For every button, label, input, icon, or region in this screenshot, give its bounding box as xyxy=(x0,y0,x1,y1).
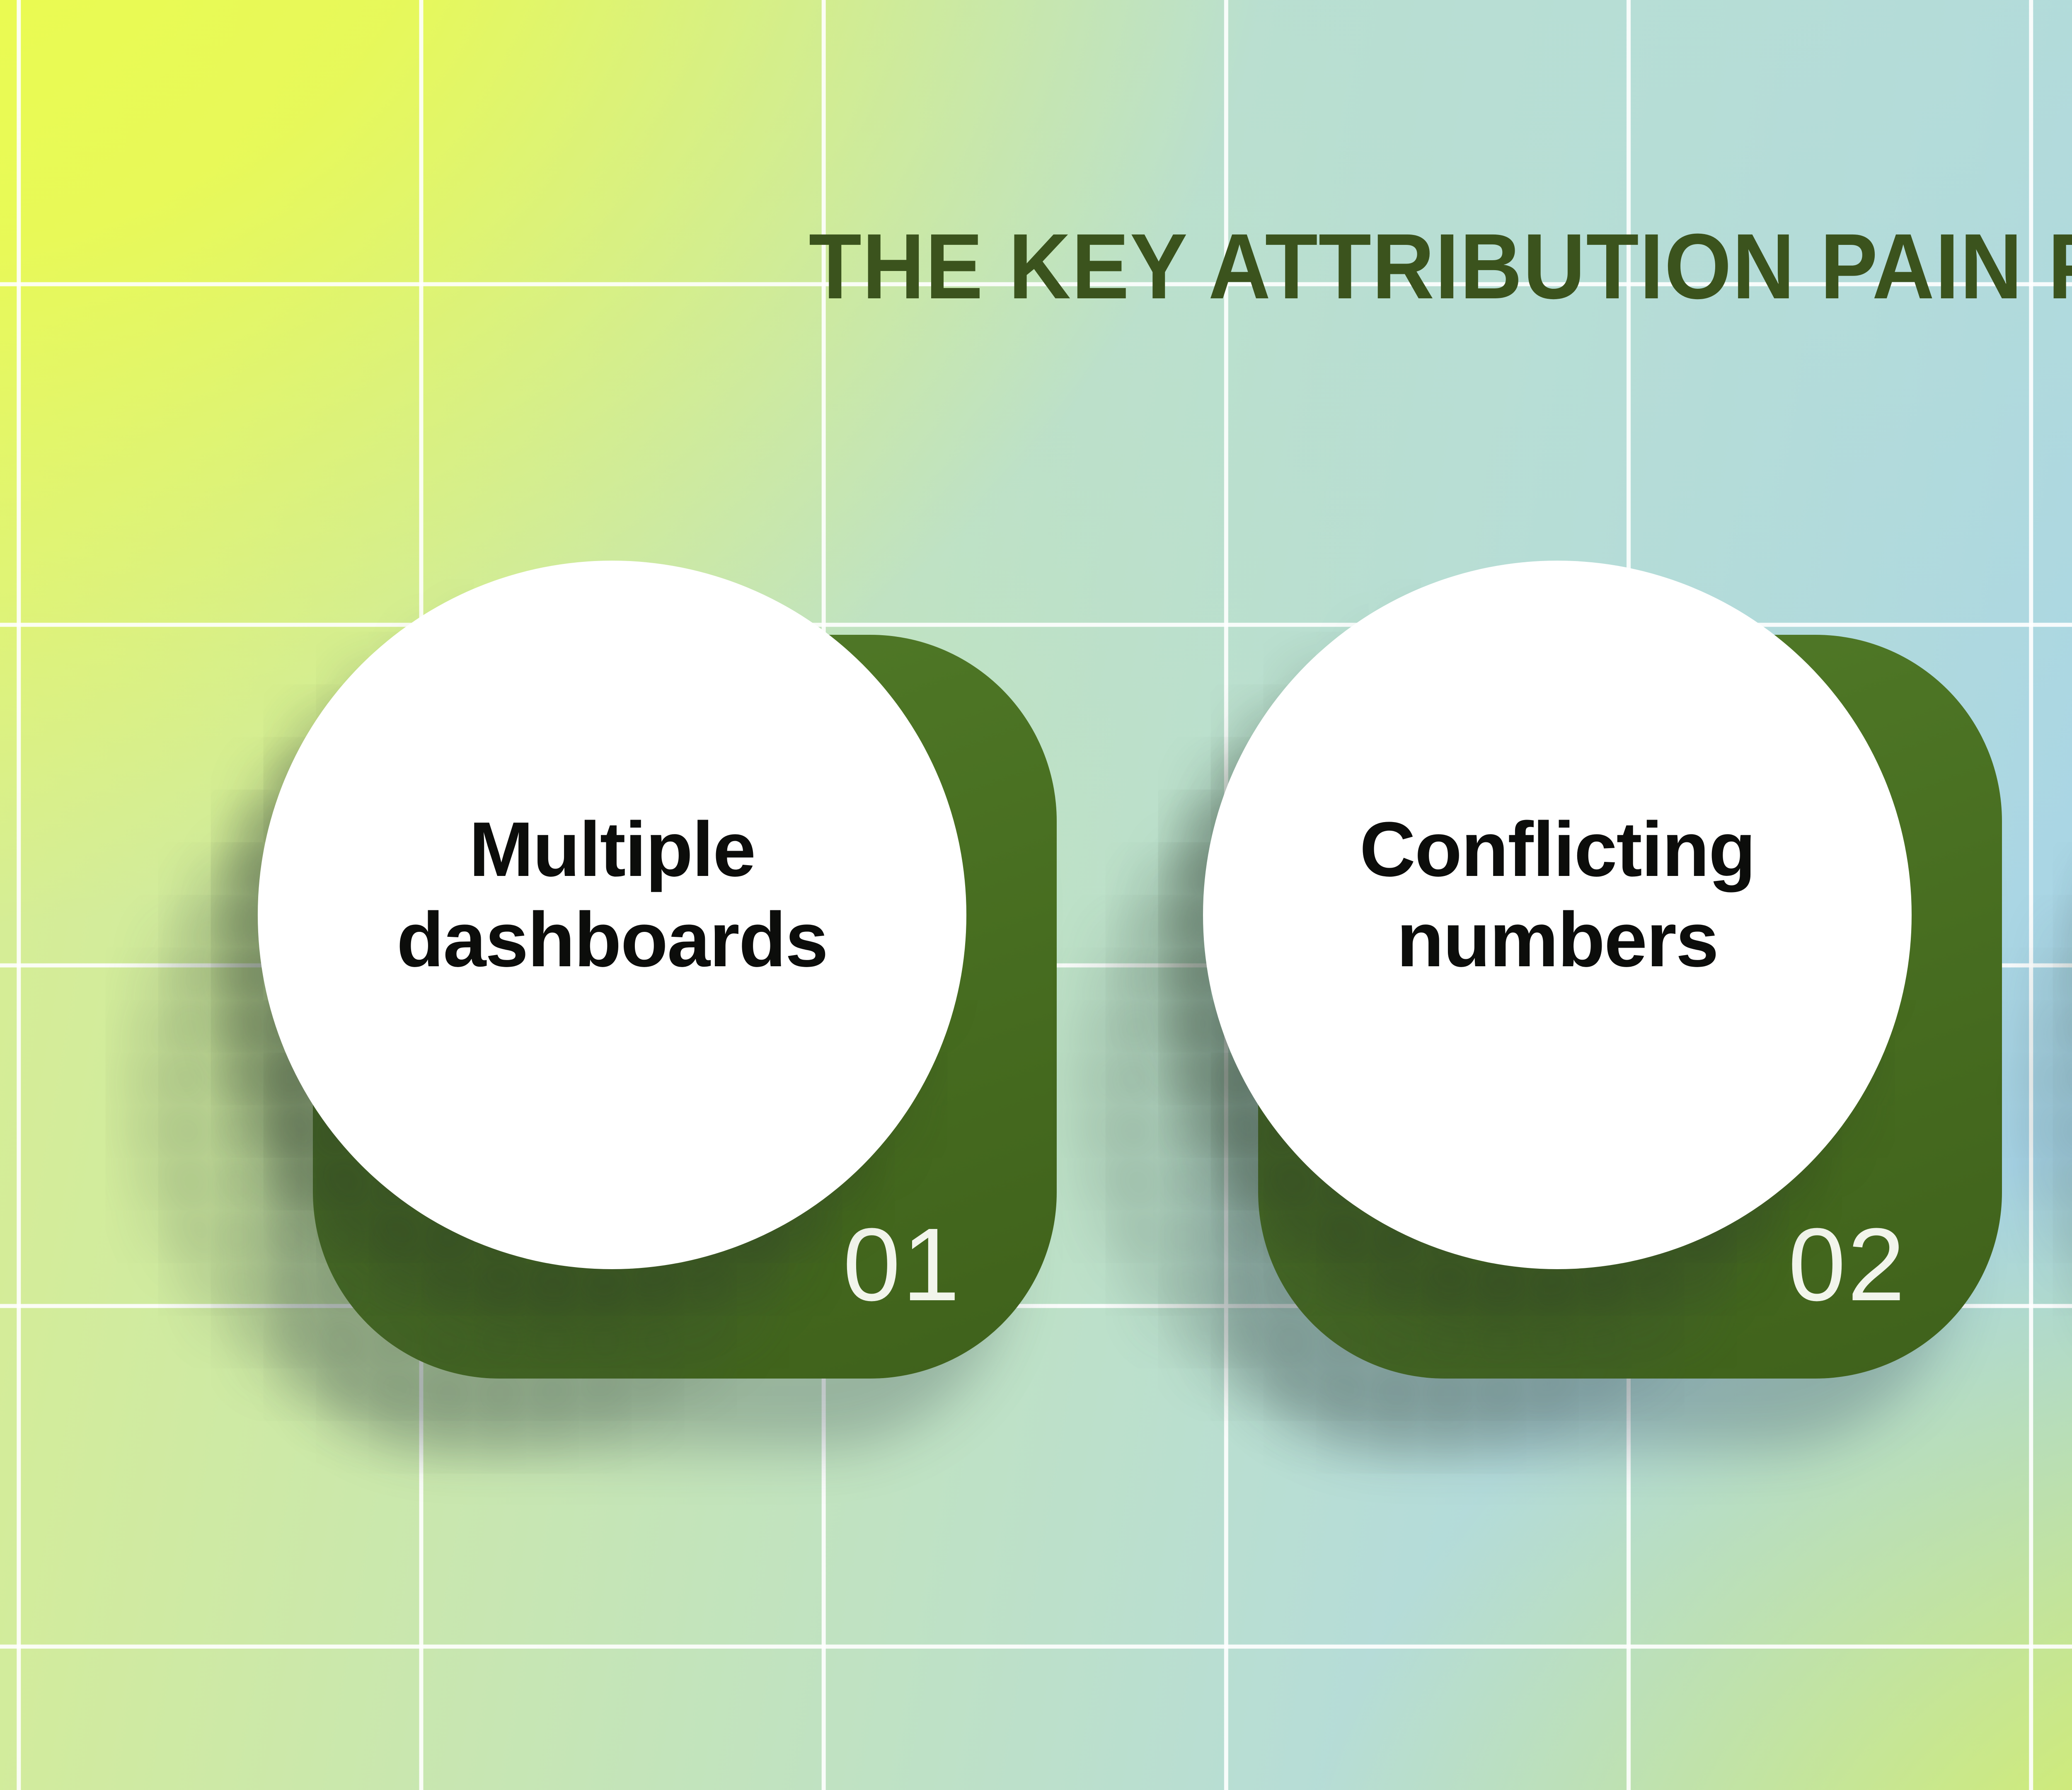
pain-point-card-2: 02 Conflicting numbers xyxy=(1203,561,2072,1379)
card-1-label-line-2: dashboards xyxy=(397,896,828,983)
card-2-label-line-2: numbers xyxy=(1397,896,1719,983)
card-2-circle: Conflicting numbers xyxy=(1203,561,1912,1269)
card-1-label-line-1: Multiple xyxy=(469,806,756,893)
card-2-label: Conflicting numbers xyxy=(1359,804,1756,985)
page-title: THE KEY ATTRIBUTION PAIN POINTS xyxy=(808,215,2072,318)
card-1-circle: Multiple dashboards xyxy=(258,561,966,1269)
card-2-number: 02 xyxy=(1788,1207,1907,1322)
pain-point-card-1: 01 Multiple dashboards xyxy=(258,561,1269,1379)
card-1-label: Multiple dashboards xyxy=(397,804,828,985)
card-1-number: 01 xyxy=(842,1207,961,1322)
card-2-label-line-1: Conflicting xyxy=(1359,806,1756,893)
